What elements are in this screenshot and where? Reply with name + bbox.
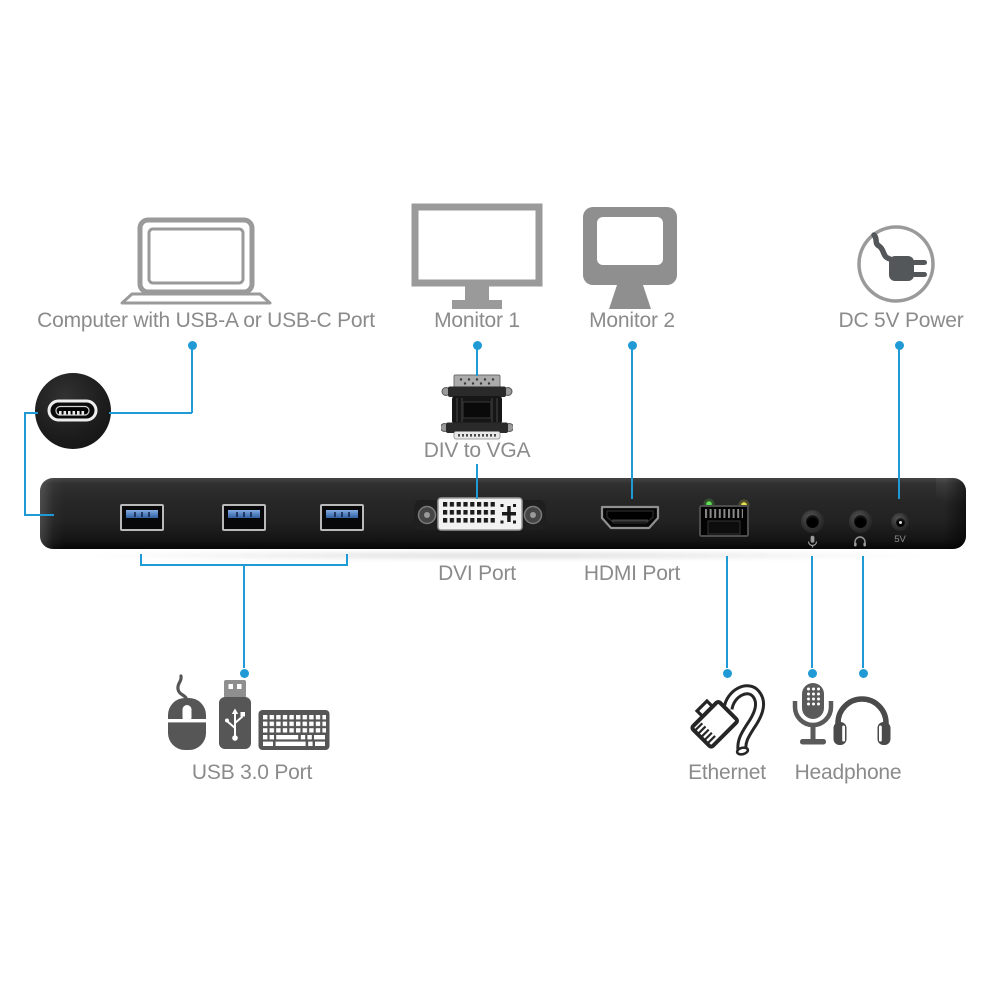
usb-line bbox=[243, 566, 245, 668]
headphone-line bbox=[862, 556, 864, 668]
dc-jack bbox=[891, 513, 909, 531]
monitor-2-line bbox=[631, 345, 633, 499]
usb-a-port-2 bbox=[222, 504, 266, 531]
adapter-to-dvi-line bbox=[476, 464, 478, 499]
mic-line bbox=[811, 556, 813, 668]
jack-hole bbox=[806, 515, 819, 528]
usb-a-port-3 bbox=[320, 504, 364, 531]
microphone-icon bbox=[792, 683, 834, 745]
ethernet-label: Ethernet bbox=[688, 761, 766, 784]
power-line bbox=[898, 345, 900, 499]
headphone-line-dot bbox=[858, 668, 868, 678]
headphone-jack-icon bbox=[849, 510, 872, 533]
dc-marking: 5V bbox=[894, 534, 906, 545]
dock-shadow bbox=[70, 551, 940, 560]
mic-marking-icon bbox=[807, 535, 818, 548]
jack-hole bbox=[895, 517, 905, 527]
usb-blue-tongue bbox=[126, 509, 158, 518]
hdmi-port-label: HDMI Port bbox=[583, 562, 681, 585]
usb-c-line bbox=[24, 514, 54, 516]
usb-c-callout bbox=[35, 373, 111, 449]
headphone-label: Headphone bbox=[794, 761, 902, 784]
power-plug-icon bbox=[857, 225, 935, 303]
headphones-icon bbox=[833, 696, 891, 745]
monitor-2-icon bbox=[583, 207, 677, 309]
ethernet-line bbox=[726, 556, 728, 668]
usb-c-line bbox=[24, 412, 26, 516]
mic-jack-icon bbox=[801, 510, 824, 533]
power-label: DC 5V Power bbox=[838, 309, 964, 332]
mic-line-dot bbox=[807, 668, 817, 678]
usb-ports-bracket bbox=[140, 554, 348, 566]
headphone-marking-icon bbox=[854, 536, 866, 547]
keyboard-icon bbox=[258, 710, 330, 750]
jack-hole bbox=[854, 515, 867, 528]
monitor-2-label: Monitor 2 bbox=[589, 309, 675, 332]
usb-c-line bbox=[24, 412, 38, 414]
usb-c-connector-icon bbox=[47, 399, 98, 422]
mouse-icon bbox=[168, 674, 206, 750]
ethernet-port bbox=[699, 498, 750, 537]
ethernet-line-dot bbox=[722, 668, 732, 678]
hdmi-port bbox=[600, 505, 660, 530]
dvi-port-label: DVI Port bbox=[438, 562, 516, 585]
monitor-1-label: Monitor 1 bbox=[434, 309, 520, 332]
monitor-1-icon bbox=[411, 203, 543, 309]
dvi-to-vga-adapter-icon bbox=[441, 374, 513, 440]
monitor-1-line bbox=[476, 345, 478, 376]
computer-line bbox=[109, 412, 192, 414]
ethernet-cable-icon bbox=[690, 684, 765, 756]
usb-a-port-1 bbox=[120, 504, 164, 531]
usb-blue-tongue bbox=[326, 509, 358, 518]
adapter-label: DIV to VGA bbox=[423, 439, 531, 462]
usb3-port-label: USB 3.0 Port bbox=[191, 761, 313, 784]
dvi-port bbox=[414, 497, 546, 531]
usb-line-dot bbox=[239, 668, 249, 678]
computer-label: Computer with USB-A or USB-C Port bbox=[37, 309, 375, 332]
usb-blue-tongue bbox=[228, 509, 260, 518]
laptop-icon bbox=[120, 217, 272, 305]
computer-line bbox=[191, 345, 193, 413]
usb-flash-drive-icon bbox=[219, 680, 251, 749]
